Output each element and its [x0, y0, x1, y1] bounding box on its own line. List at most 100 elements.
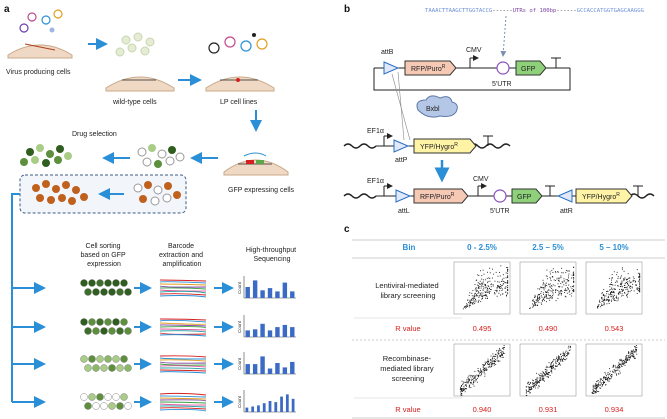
drug-selection-cells-top [20, 144, 72, 167]
yfp-hygro-label-2: YFP/HygroR [582, 192, 620, 201]
barcode-read [159, 399, 207, 402]
barcode-read [159, 289, 207, 292]
barcode-read [159, 403, 207, 406]
count-axis-label: Count [237, 281, 242, 294]
barcode-read [159, 319, 207, 323]
sorted-cell [88, 355, 96, 363]
scatter-2-2 [519, 343, 577, 397]
histogram-bar [280, 396, 283, 412]
sorted-cell [88, 279, 96, 287]
histogram-bar [245, 407, 249, 412]
histogram-bar [267, 368, 273, 374]
sorted-cell [112, 355, 120, 363]
sort-row-3: Count [80, 352, 296, 375]
barcode-read [159, 281, 207, 284]
attR-label: attR [560, 208, 573, 215]
attP-label: attP [395, 157, 408, 164]
utr-circle [496, 61, 510, 75]
drug-selection-label: Drug selection [72, 131, 117, 138]
row1-label: Lentiviral-mediated library screening [375, 281, 440, 300]
barcode-read [159, 322, 207, 325]
wildtype-label: wild-type cells [112, 99, 157, 106]
barcode-read [159, 369, 207, 372]
histogram-bar [282, 282, 288, 298]
barcode-read [159, 407, 207, 410]
barcode-read [159, 285, 207, 288]
sort-row-2: Count [80, 315, 296, 338]
barcode-header: Barcode extraction and amplification [159, 243, 205, 268]
drug-selection-cells-top-right [137, 144, 185, 168]
barcode-read [159, 359, 207, 362]
histogram-bar [257, 405, 260, 412]
yfp-hygro-box [413, 138, 477, 154]
sorted-cell [108, 327, 116, 335]
sorted-cell [92, 327, 100, 335]
histogram-bar [290, 327, 295, 337]
virus-producing-cell [7, 9, 73, 59]
header-bin: Bin [403, 243, 416, 252]
barcode-read [159, 409, 207, 412]
histogram-bar [268, 401, 272, 412]
barcode-read [159, 357, 207, 360]
bxbl-cloud [416, 95, 458, 118]
genome-locus [343, 133, 511, 154]
row2-r-1: 0.940 [473, 405, 492, 414]
rfp-puro-label-2: RFP/PuroR [420, 192, 455, 201]
attB-site [383, 61, 400, 75]
gfp-box [515, 60, 547, 76]
sorted-cell [84, 364, 92, 372]
mixed-cells [133, 181, 181, 206]
gfp-expressing-label: GFP expressing cells [228, 187, 295, 194]
sorted-cell [88, 318, 96, 326]
scatter-1-3 [585, 261, 643, 315]
histogram-bar [245, 364, 250, 374]
scatter-plots [453, 261, 643, 397]
sorted-cell [116, 327, 124, 335]
utr-label: 5'UTR [492, 81, 512, 88]
histogram-bar [245, 330, 250, 337]
barcode-read [159, 330, 207, 333]
count-axis-label: Count [237, 357, 242, 370]
sorted-cell [104, 279, 112, 287]
barcode-read [159, 355, 207, 358]
scatter-1-2 [519, 261, 577, 315]
histogram-bar [285, 394, 289, 412]
cmv-label-2: CMV [473, 176, 489, 183]
cmv-label: CMV [466, 47, 482, 54]
barcode-read [159, 361, 207, 364]
sorted-cell [92, 402, 100, 410]
barcode-read [159, 283, 207, 286]
histogram-bar [260, 290, 265, 298]
histogram-bar [252, 280, 258, 298]
barcode-read [159, 365, 207, 368]
sorted-cell [92, 288, 100, 296]
sort-row-4: Count [80, 390, 296, 413]
sorted-cell [96, 355, 104, 363]
bxbl-label: Bxbl [426, 106, 440, 113]
histogram-bar [260, 323, 265, 337]
barcode-read [159, 318, 207, 321]
panel-c-label: c [344, 224, 350, 235]
histogram-bar [282, 324, 288, 337]
histogram-bar [291, 398, 295, 412]
sorted-cell [120, 318, 128, 326]
barcode-read [159, 287, 207, 290]
sorted-cell [104, 393, 112, 401]
sort-row-1: Count [80, 276, 296, 299]
row2-label: Recombinase- mediated library screening [380, 354, 435, 383]
sorted-cell [108, 402, 116, 410]
histogram-bar [290, 291, 295, 298]
sorted-cell [116, 402, 124, 410]
integrated-locus [343, 183, 655, 204]
ef1a-label-2: EF1α [367, 178, 384, 185]
branch-trunk [11, 193, 20, 402]
scatter-2-3 [585, 343, 643, 397]
lp-label: LP cell lines [220, 99, 258, 106]
barcode-read [159, 371, 207, 374]
count-axis-label: Count [237, 320, 242, 333]
sorted-cell [108, 288, 116, 296]
sorted-cell [112, 393, 120, 401]
sorted-cell [80, 318, 88, 326]
